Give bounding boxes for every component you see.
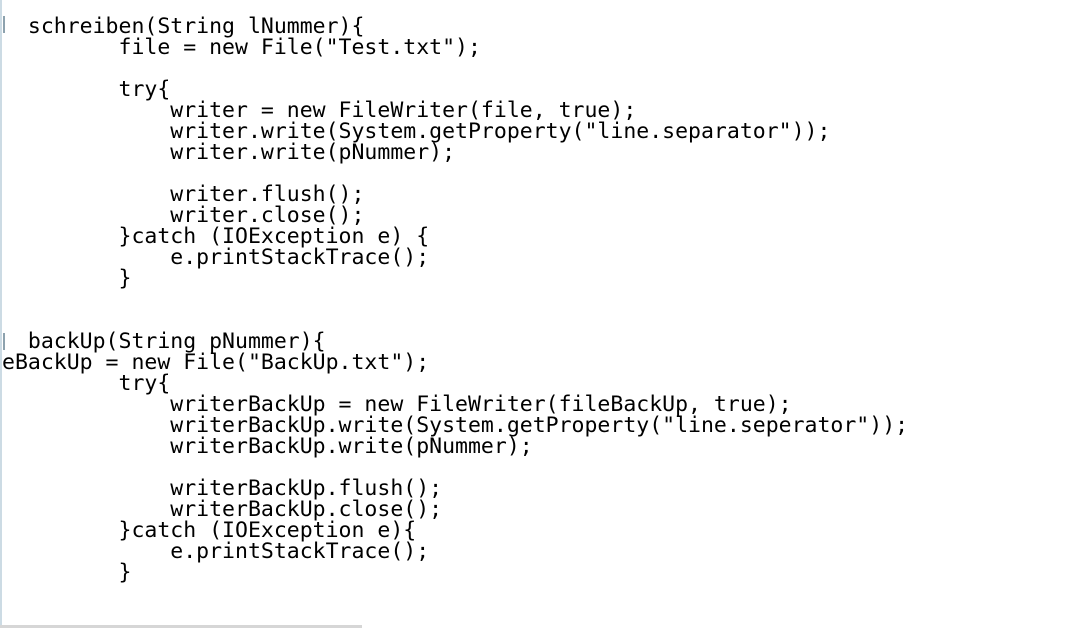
bottom-edge-border bbox=[0, 625, 362, 628]
left-edge-border bbox=[0, 0, 2, 628]
cut-off-character-artifact bbox=[3, 333, 5, 350]
cut-off-character-artifact bbox=[3, 16, 5, 33]
code-text-area[interactable]: schreiben(String lNummer){ file = new Fi… bbox=[2, 14, 909, 585]
